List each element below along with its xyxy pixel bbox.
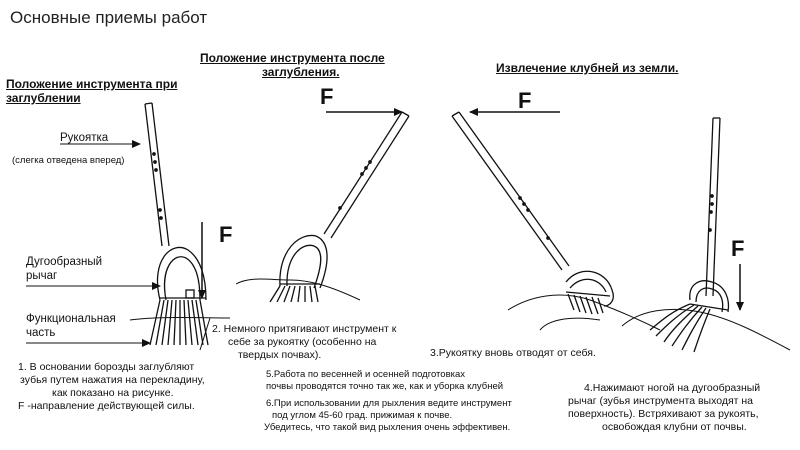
label-handle-note: (слегка отведена вперед)	[12, 155, 125, 166]
header-step1-line2: заглублении	[6, 91, 81, 105]
desc2-line3: твердых почвах).	[238, 349, 322, 361]
header-step2-line1: Положение инструмента после	[200, 51, 385, 65]
figure-4-tool	[649, 117, 730, 353]
desc4-line2: рычаг (зубья инструмента выходят на	[568, 395, 754, 407]
figure-2-tool	[269, 111, 410, 303]
header-step1-line1: Положение инструмента при	[6, 77, 178, 91]
desc5-line2: почвы проводятся точно так же, как и убо…	[266, 381, 504, 392]
header-step2-line2: заглубления.	[262, 65, 340, 79]
label-lever-line2: рычаг	[26, 270, 58, 282]
figure-1-tool	[144, 102, 209, 346]
desc2-line2: себе за рукоятку (особенно на	[228, 336, 377, 348]
desc4-line1: 4.Нажимают ногой на дугообразный	[584, 382, 761, 394]
force-label-4: F	[731, 236, 745, 261]
ground-fig2	[235, 278, 361, 301]
force-label-1: F	[219, 222, 233, 247]
ground-fig1	[129, 317, 231, 351]
label-handle: Рукоятка	[60, 132, 109, 144]
desc3: 3.Рукоятку вновь отводят от себя.	[430, 347, 596, 359]
force-label-3: F	[518, 88, 532, 113]
desc6-line1: 6.При использовании для рыхления ведите …	[266, 398, 512, 409]
label-lever-line1: Дугообразный	[26, 256, 103, 268]
page-title: Основные приемы работ	[10, 8, 208, 27]
desc2-line1: 2. Немного притягивают инструмент к	[212, 323, 397, 335]
desc1-line3: как показано на рисунке.	[52, 387, 174, 399]
label-func-line1: Функциональная	[26, 313, 116, 325]
header-step3: Извлечение клубней из земли.	[496, 61, 679, 75]
desc4-line3: поверхность). Встряхивают за рукоять,	[568, 408, 759, 420]
desc1-line1: 1. В основании борозды заглубляют	[18, 361, 195, 373]
desc5-line1: 5.Работа по весенней и осенней подготовк…	[266, 369, 466, 380]
desc1-line2: зубья путем нажатия на перекладину,	[20, 374, 205, 386]
label-func-line2: часть	[26, 327, 56, 339]
ground-fig3	[507, 294, 661, 331]
desc6-line3: Убедитесь, что такой вид рыхления очень …	[264, 422, 511, 433]
figure-3-tool	[451, 111, 614, 315]
desc6-line2: под углом 45-60 град. прижимая к почве.	[272, 410, 453, 421]
force-label-2: F	[320, 84, 334, 109]
ground-fig4	[621, 308, 791, 351]
desc1-line4: F -направление действующей силы.	[18, 400, 195, 412]
desc4-line4: освобождая клубни от почвы.	[602, 421, 747, 433]
